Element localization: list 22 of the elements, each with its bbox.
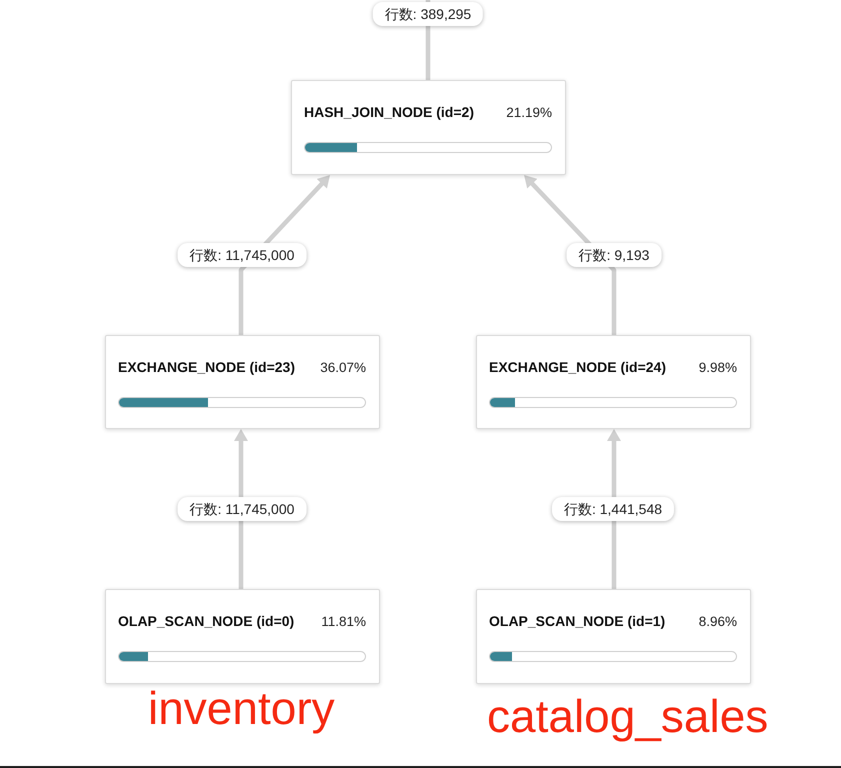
percentage: 36.07% [320,359,366,376]
edge-label: 行数: 1,441,548 [552,497,674,521]
edge-label: 行数: 9,193 [566,243,662,267]
percentage: 8.96% [698,613,737,630]
edge-label: 行数: 11,745,000 [178,243,306,267]
percentage: 9.98% [698,359,737,376]
node-title: HASH_JOIN_NODE (id=2) [304,104,474,121]
node-title: EXCHANGE_NODE (id=24) [489,359,666,376]
edge-label: 行数: 11,745,000 [178,497,306,521]
node-label: inventory [148,682,335,734]
operator-card [105,589,380,684]
node-title: EXCHANGE_NODE (id=23) [118,359,295,376]
node-title: OLAP_SCAN_NODE (id=1) [489,613,666,630]
operator-card [476,335,751,429]
node-title: OLAP_SCAN_NODE (id=0) [118,613,294,630]
node-label: catalog_sales [487,690,768,742]
operator-card [291,80,566,175]
edge-label: 行数: 389,295 [372,2,484,26]
percentage: 21.19% [506,104,552,121]
operator-card [105,335,380,429]
operator-card [476,589,751,684]
percentage: 11.81% [321,613,366,630]
